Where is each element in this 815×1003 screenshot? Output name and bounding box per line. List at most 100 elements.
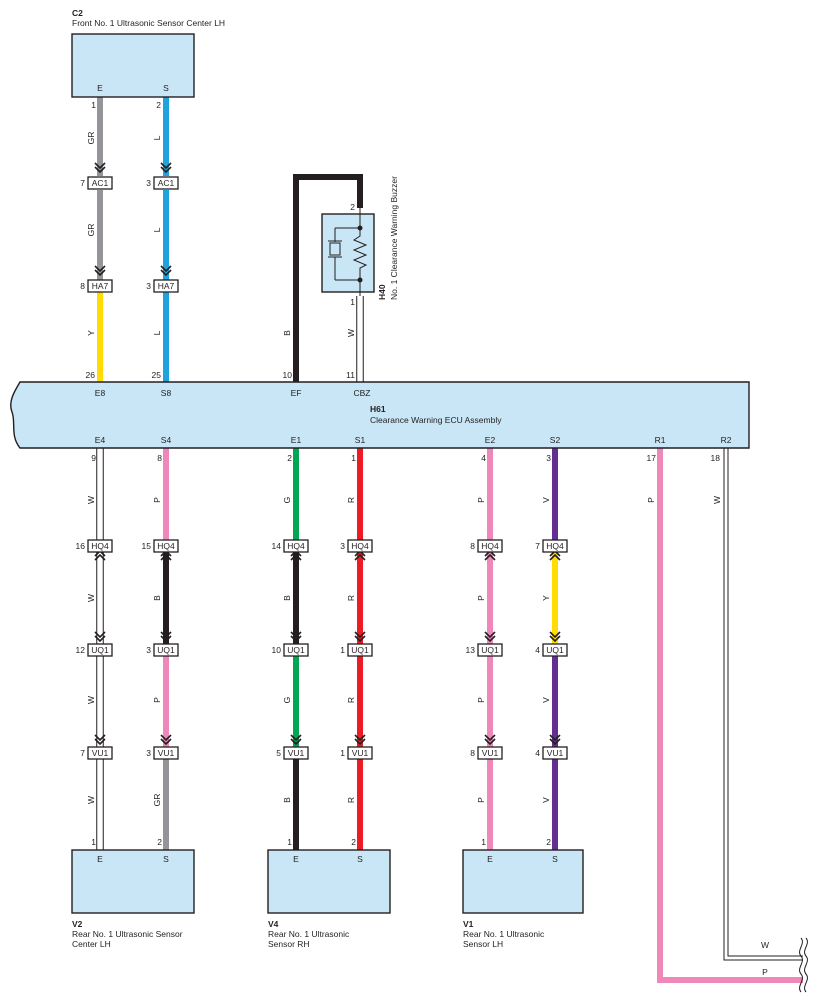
v1-code: V1 [463,919,474,929]
connector-label: HQ4 [351,541,369,551]
connector-box [347,746,373,760]
connector-box [283,539,309,553]
chevron-down-icon [354,734,366,746]
connector-pin: 7 [535,541,540,551]
terminal-pin: 1 [351,453,356,463]
connector-pin: 3 [146,178,151,188]
connector-box [477,539,503,553]
pin-number: 1 [481,837,486,847]
wire-color-label: R [346,497,356,503]
chevron-down-icon [160,734,172,746]
terminal-pin: 18 [711,453,721,463]
connector-pin: 15 [142,541,152,551]
component-h40: 2 1 H40 No. 1 Clearance Warning Buzzer [321,176,399,307]
v2-pin-s: S [163,854,169,864]
v4-name-line2: Sensor RH [268,939,310,949]
connector-box [87,746,113,760]
connector-box [542,746,568,760]
wire-outline [723,448,803,961]
component-v4: E S V4 Rear No. 1 Ultrasonic Sensor RH [267,849,391,949]
pin-number: 2 [351,837,356,847]
chevron-down-icon [94,734,106,746]
connector-box [153,643,179,657]
connector-label: HQ4 [546,541,564,551]
wire-color-label: W [86,594,96,602]
connector-box [542,643,568,657]
c2-pin-e: E [97,83,103,93]
terminal-name: R2 [721,435,732,445]
chevron-down-icon [354,631,366,643]
v2-box [71,849,195,914]
v4-box [267,849,391,914]
wire-segment [657,448,803,983]
connector-pin: 14 [272,541,282,551]
connector-pin: 3 [146,645,151,655]
wire-color-label: B [282,595,292,601]
connector-pin: 1 [340,645,345,655]
connector-label: HQ4 [91,541,109,551]
terminal-name: S8 [161,388,172,398]
wire-color-label: R [346,697,356,703]
connector-label: AC1 [92,178,109,188]
connector-pin: 5 [276,748,281,758]
connector-box [153,539,179,553]
chevron-down-icon [549,631,561,643]
terminal-pin: 11 [346,370,355,380]
wire-color-label: V [541,497,551,503]
chevron-down-icon [290,734,302,746]
c2-name: Front No. 1 Ultrasonic Sensor Center LH [72,18,225,28]
connector-pin: 10 [272,645,282,655]
connector-pin: 7 [80,178,85,188]
terminal-name: E8 [95,388,106,398]
connector-box [283,643,309,657]
h40-pin-top: 2 [350,202,355,212]
terminal-pin: 2 [287,453,292,463]
connector-label: UQ1 [287,645,305,655]
connector-box [542,539,568,553]
v2-code: V2 [72,919,83,929]
terminal-name: S2 [550,435,561,445]
connector-box [477,746,503,760]
wire-color-label: P [152,497,162,503]
terminal-pin: 3 [546,453,551,463]
chevron-down-icon [160,631,172,643]
terminal-pin: 25 [152,370,162,380]
v1-name-line2: Sensor LH [463,939,503,949]
connector-box [347,643,373,657]
wire-color-label: P [646,497,656,503]
component-v2: E S V2 Rear No. 1 Ultrasonic Sensor Cent… [71,849,195,949]
chevron-down-icon [94,162,106,174]
chevron-down-icon [484,734,496,746]
terminal-name: E4 [95,435,106,445]
chevron-down-icon [549,734,561,746]
connector-label: AC1 [158,178,175,188]
connector-label: UQ1 [351,645,369,655]
terminal-pin: 9 [91,453,96,463]
wire-color-label: B [152,595,162,601]
wire-color-label: P [476,697,486,703]
wire-color-label: W [712,496,722,504]
connector-label: VU1 [547,748,564,758]
wire-color-label: R [346,797,356,803]
v1-box [462,849,584,914]
ecu-bottom-terminals: E4 9 S4 8 E1 2 S1 1 E2 4 S2 3 R1 17 R2 1… [91,435,731,463]
chevron-down-icon [290,631,302,643]
v4-pin-e: E [293,854,299,864]
wire-color-label: L [152,135,162,140]
c2-pin-s: S [163,83,169,93]
wire-color-label: P [476,797,486,803]
terminal-pin: 17 [647,453,657,463]
connector-box [153,279,179,293]
connector-pin: 4 [535,748,540,758]
connector-box [153,746,179,760]
chevron-down-icon [94,265,106,277]
v1-name-line1: Rear No. 1 Ultrasonic [463,929,545,939]
wire-color-label: V [541,797,551,803]
wire-color-label: V [541,697,551,703]
connector-label: HA7 [92,281,109,291]
wire-color-label: B [282,330,292,336]
wire-color-label: P [152,697,162,703]
chevron-down-icon [160,265,172,277]
h61-name: Clearance Warning ECU Assembly [370,415,502,425]
